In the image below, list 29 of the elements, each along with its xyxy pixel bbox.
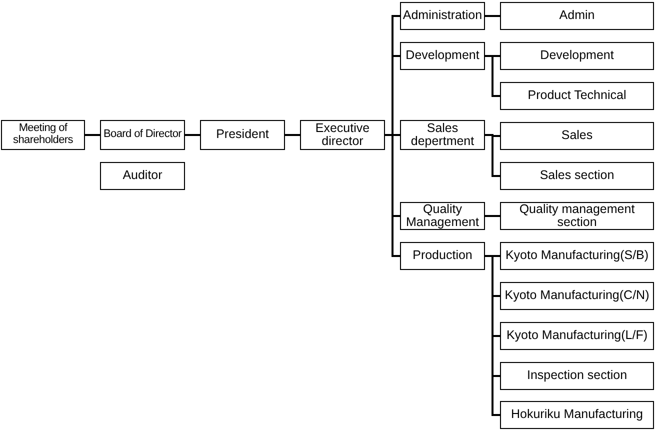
connector-line bbox=[485, 55, 500, 97]
org-box: Hokuriku Manufacturing bbox=[500, 401, 654, 429]
connector-line bbox=[485, 15, 500, 17]
org-box: Board of Director bbox=[100, 120, 185, 150]
org-box: Kyoto Manufacturing(L/F) bbox=[500, 322, 654, 350]
connector-line bbox=[485, 255, 500, 416]
connector-line bbox=[185, 134, 200, 136]
org-box: Quality Management bbox=[400, 202, 485, 230]
org-box: Kyoto Manufacturing(S/B) bbox=[500, 242, 654, 270]
org-box: Sales bbox=[500, 122, 654, 150]
org-box: Development bbox=[500, 42, 654, 70]
org-box: Kyoto Manufacturing(C/N) bbox=[500, 282, 654, 310]
org-box: Production bbox=[400, 242, 485, 270]
org-box: Quality management section bbox=[500, 202, 654, 230]
org-box: Inspection section bbox=[500, 362, 654, 390]
connector-line bbox=[485, 215, 500, 217]
connector-line bbox=[385, 134, 400, 257]
connector-line bbox=[285, 134, 300, 136]
org-box: Product Technical bbox=[500, 82, 654, 110]
org-box: Development bbox=[400, 42, 485, 70]
org-box: Admin bbox=[500, 2, 654, 30]
org-box: Executive director bbox=[300, 120, 385, 150]
org-box: Meeting of shareholders bbox=[1, 120, 85, 150]
org-box: Sales depertment bbox=[400, 120, 485, 150]
connector-line bbox=[85, 134, 100, 136]
org-box: President bbox=[200, 120, 285, 150]
org-box: Administration bbox=[400, 2, 485, 30]
org-box: Sales section bbox=[500, 162, 654, 190]
org-box: Auditor bbox=[100, 162, 185, 190]
